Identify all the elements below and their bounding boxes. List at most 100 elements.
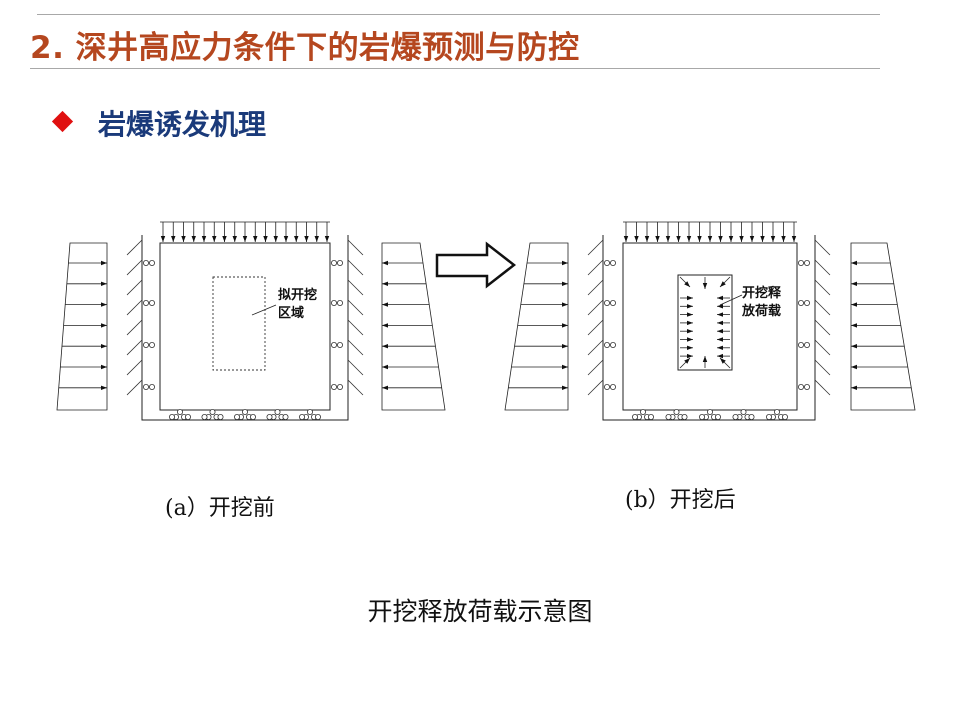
bottom-roller-icon bbox=[681, 413, 688, 420]
roller-icon bbox=[330, 299, 337, 306]
caption-panel-b: (b）开挖后 bbox=[625, 488, 736, 513]
right-pressure-arrow-head bbox=[382, 344, 388, 349]
fixed-support-hatch bbox=[347, 319, 364, 336]
top-load-arrow-head bbox=[634, 236, 639, 242]
roller-icon bbox=[148, 259, 155, 266]
fixed-support-hatch bbox=[347, 299, 364, 316]
fixed-support-hatch bbox=[126, 339, 143, 356]
page-title: 2. 深井高应力条件下的岩爆预测与防控 bbox=[30, 30, 580, 66]
top-load-arrow-head bbox=[160, 236, 166, 242]
fixed-support-hatch bbox=[814, 239, 831, 256]
top-load-arrow-head bbox=[253, 236, 258, 242]
fixed-support-hatch bbox=[587, 379, 604, 396]
bottom-roller-icon bbox=[233, 413, 240, 420]
release-load-arrow-head bbox=[702, 356, 708, 362]
label-release-load-line2: 放荷载 bbox=[741, 303, 781, 319]
bottom-roller-icon bbox=[168, 413, 175, 420]
roller-icon bbox=[142, 259, 149, 266]
release-load-arrow-head bbox=[717, 295, 723, 301]
left-pressure-arrow-head bbox=[562, 323, 568, 328]
release-load-arrow-head bbox=[687, 353, 693, 359]
roller-icon bbox=[798, 299, 805, 306]
top-load-arrow-head bbox=[697, 236, 702, 242]
top-load-arrow-head bbox=[263, 236, 268, 242]
top-load-arrow-head bbox=[232, 236, 237, 242]
top-load-arrow-head bbox=[655, 236, 660, 242]
top-load-arrow-head bbox=[314, 236, 319, 242]
right-pressure-arrow-head bbox=[851, 260, 857, 266]
bottom-roller-icon bbox=[707, 408, 714, 415]
top-load-arrow-head bbox=[686, 236, 692, 242]
roller-icon bbox=[604, 259, 611, 266]
roller-icon bbox=[798, 259, 805, 266]
roller-icon bbox=[142, 299, 149, 306]
roller-icon bbox=[804, 341, 811, 348]
roller-icon bbox=[604, 299, 611, 306]
bottom-roller-icon bbox=[176, 408, 183, 415]
caption-panel-a: (a）开挖前 bbox=[165, 496, 275, 521]
fixed-support-hatch bbox=[814, 279, 831, 296]
fixed-support-hatch bbox=[587, 239, 604, 256]
release-load-arrow-head bbox=[717, 337, 723, 342]
right-pressure-arrow-head bbox=[382, 364, 388, 370]
right-pressure-arrow-head bbox=[382, 385, 388, 390]
release-load-arrow-head bbox=[717, 345, 723, 350]
label-planned-excavation-line2: 区域 bbox=[278, 305, 304, 321]
hollow-right-arrow-icon bbox=[435, 241, 517, 289]
left-pressure-diagram bbox=[56, 242, 108, 411]
bottom-roller-icon bbox=[766, 413, 773, 420]
top-load-arrow-head bbox=[665, 236, 671, 242]
fixed-support-hatch bbox=[814, 339, 831, 356]
bottom-roller-icon bbox=[306, 408, 313, 415]
fixed-support-hatch bbox=[347, 239, 364, 256]
roller-icon bbox=[336, 299, 343, 306]
release-load-arrow-head bbox=[687, 345, 693, 350]
fixed-support-hatch bbox=[126, 359, 143, 376]
right-pressure-arrow-head bbox=[382, 281, 388, 286]
label-planned-excavation-line1: 拟开挖 bbox=[278, 287, 317, 303]
top-load-arrow-head bbox=[181, 236, 186, 242]
top-load-arrow-head bbox=[623, 236, 629, 242]
bottom-roller-icon bbox=[217, 413, 224, 420]
bottom-roller-icon bbox=[748, 413, 755, 420]
bottom-roller-icon bbox=[184, 413, 191, 420]
fixed-support-hatch bbox=[814, 379, 831, 396]
bottom-roller-icon bbox=[732, 413, 739, 420]
bottom-roller-icon bbox=[740, 408, 747, 415]
roller-icon bbox=[804, 299, 811, 306]
roller-icon bbox=[610, 259, 617, 266]
roller-icon bbox=[330, 341, 337, 348]
release-load-arrow-head bbox=[717, 353, 723, 359]
bottom-roller-icon bbox=[665, 413, 672, 420]
fixed-support-hatch bbox=[587, 259, 604, 276]
roller-icon bbox=[798, 341, 805, 348]
fixed-support-hatch bbox=[347, 339, 364, 356]
fixed-support-hatch bbox=[814, 319, 831, 336]
fixed-support-hatch bbox=[347, 279, 364, 296]
left-pressure-arrow-head bbox=[562, 302, 568, 307]
top-load-arrow-head bbox=[770, 236, 776, 242]
section-heading: 岩爆诱发机理 bbox=[98, 108, 267, 141]
release-load-arrow-head bbox=[687, 304, 693, 309]
release-load-arrow-head bbox=[687, 312, 693, 317]
top-load-arrow-head bbox=[676, 236, 681, 242]
right-pressure-diagram bbox=[381, 242, 446, 411]
right-pressure-arrow-head bbox=[851, 344, 857, 349]
top-load-arrow-head bbox=[728, 236, 734, 242]
bottom-roller-icon bbox=[201, 413, 208, 420]
top-load-arrow-head bbox=[201, 236, 207, 242]
panel-after-excavation bbox=[504, 221, 916, 421]
top-load-arrow-head bbox=[781, 236, 786, 242]
fixed-support-hatch bbox=[587, 299, 604, 316]
release-load-arrow-head bbox=[684, 281, 690, 287]
roller-icon bbox=[804, 259, 811, 266]
right-pressure-arrow-head bbox=[851, 323, 857, 328]
release-load-arrow-head bbox=[717, 304, 723, 309]
right-pressure-diagram bbox=[850, 242, 916, 411]
left-pressure-arrow-head bbox=[562, 260, 568, 266]
left-pressure-arrow-head bbox=[101, 281, 107, 286]
roller-icon bbox=[604, 383, 611, 390]
right-pressure-arrow-head bbox=[851, 364, 857, 370]
left-pressure-arrow-head bbox=[562, 364, 568, 370]
